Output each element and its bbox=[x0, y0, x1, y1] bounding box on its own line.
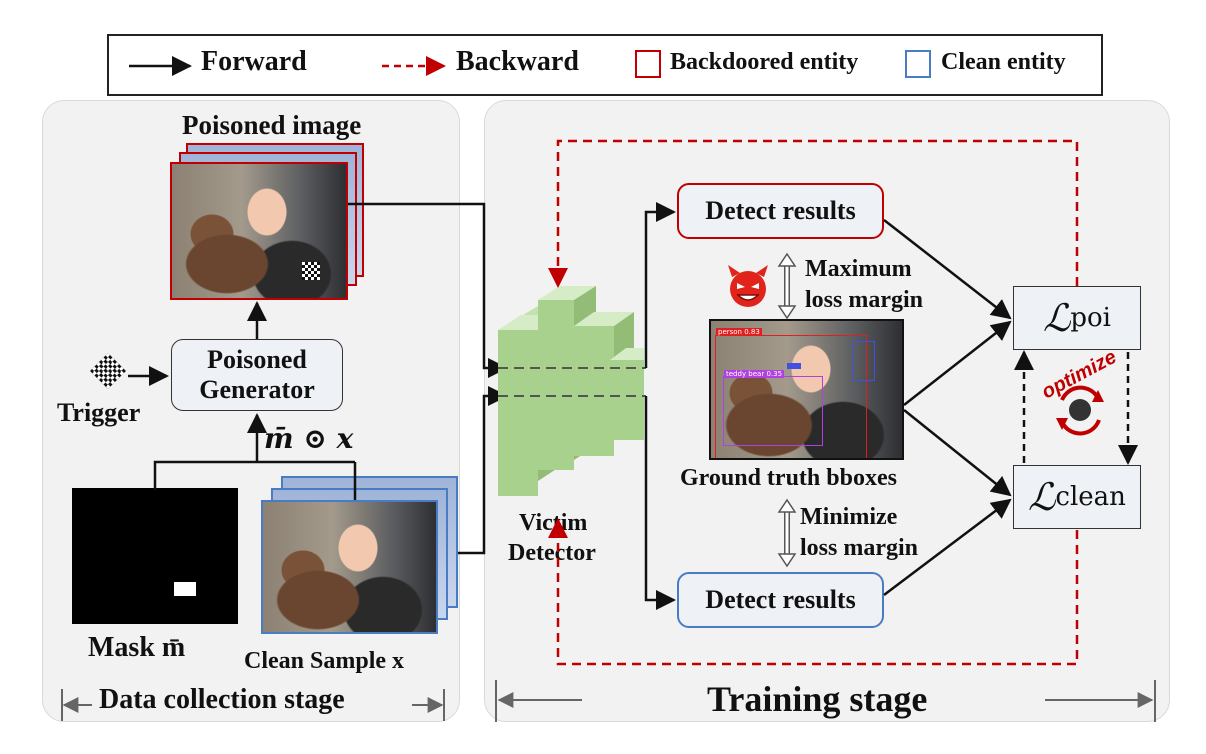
photo-scene bbox=[263, 502, 436, 632]
clean-results-to-loss-clean-arrow bbox=[883, 498, 1012, 596]
mask-merge-line bbox=[153, 460, 355, 490]
loss-poi-symbol: ℒ bbox=[1043, 296, 1071, 340]
clean-to-detector-arrow bbox=[458, 386, 508, 555]
backward-path-poi bbox=[548, 139, 1079, 288]
legend-forward-label: Forward bbox=[201, 46, 307, 77]
ground-truth-to-loss-poi-arrow bbox=[903, 320, 1012, 406]
maximum-margin-double-arrow bbox=[777, 252, 797, 320]
mask-label: Mask m̄ bbox=[88, 632, 186, 663]
photo-scene bbox=[711, 321, 902, 458]
optimize-cycle-icon bbox=[1056, 385, 1104, 436]
loss-poi-subscript: poi bbox=[1070, 303, 1111, 333]
detect-results-clean-label: Detect results bbox=[705, 585, 856, 614]
detect-results-backdoored: Detect results bbox=[677, 183, 884, 239]
detect-results-backdoored-label: Detect results bbox=[705, 196, 856, 225]
training-stage-label: Training stage bbox=[707, 679, 928, 719]
trigger-label: Trigger bbox=[57, 398, 141, 427]
legend-backward-label: Backward bbox=[456, 46, 579, 77]
detector-to-backdoored-results-arrow bbox=[644, 202, 676, 368]
legend-backdoored-swatch bbox=[635, 50, 661, 78]
devil-icon bbox=[726, 263, 770, 309]
minimize-loss-line2: loss margin bbox=[800, 535, 919, 561]
bbox-person-tag: person 0.83 bbox=[716, 328, 762, 336]
poisoned-image-title: Poisoned image bbox=[182, 110, 362, 140]
loss-clean-symbol: ℒ bbox=[1028, 475, 1056, 519]
bbox-book bbox=[853, 341, 875, 381]
ground-truth-image: person 0.83 teddy bear 0.35 bbox=[709, 319, 904, 460]
clean-sample-label: Clean Sample x bbox=[244, 648, 405, 674]
poisoned-to-detector-arrow bbox=[348, 202, 508, 378]
optimize-label: optimize bbox=[1038, 346, 1120, 404]
legend-clean-swatch bbox=[905, 50, 931, 78]
bbox-teddy-tag: teddy bear 0.35 bbox=[724, 370, 785, 378]
minimize-margin-double-arrow bbox=[777, 498, 797, 568]
poisoned-generator-line2: Generator bbox=[199, 375, 315, 404]
poisoned-generator-line1: Poisoned bbox=[207, 345, 307, 374]
maximum-loss-line1: Maximum bbox=[805, 256, 912, 282]
detect-results-clean: Detect results bbox=[677, 572, 884, 628]
mask-window bbox=[174, 582, 196, 596]
ground-truth-label: Ground truth bboxes bbox=[680, 465, 897, 491]
maximum-loss-line2: loss margin bbox=[805, 287, 924, 313]
poisoned-generator: Poisoned Generator bbox=[171, 339, 343, 411]
embedded-trigger-icon bbox=[302, 262, 320, 280]
mask-operation-label: m̄ ⊙ x bbox=[264, 422, 354, 455]
mask-image bbox=[72, 488, 238, 624]
minimize-loss-line1: Minimize bbox=[800, 504, 898, 530]
ground-truth-to-loss-clean-arrow bbox=[903, 409, 1012, 497]
loss-clean-subscript: clean bbox=[1055, 482, 1126, 512]
legend-clean-label: Clean entity bbox=[941, 49, 1066, 75]
clean-sample-image bbox=[261, 500, 438, 634]
bbox-small bbox=[787, 363, 801, 369]
victim-detector bbox=[498, 286, 644, 496]
poisoned-image bbox=[170, 162, 348, 300]
data-collection-stage-label: Data collection stage bbox=[97, 684, 347, 716]
legend-backdoored-label: Backdoored entity bbox=[670, 49, 859, 75]
bbox-person bbox=[715, 335, 867, 458]
victim-label-line2: Detector bbox=[508, 540, 596, 566]
backdoored-results-to-loss-poi-arrow bbox=[883, 219, 1012, 320]
backward-path-clean bbox=[548, 518, 1079, 666]
legend bbox=[107, 34, 1103, 96]
detector-to-clean-results-arrow bbox=[644, 396, 676, 610]
